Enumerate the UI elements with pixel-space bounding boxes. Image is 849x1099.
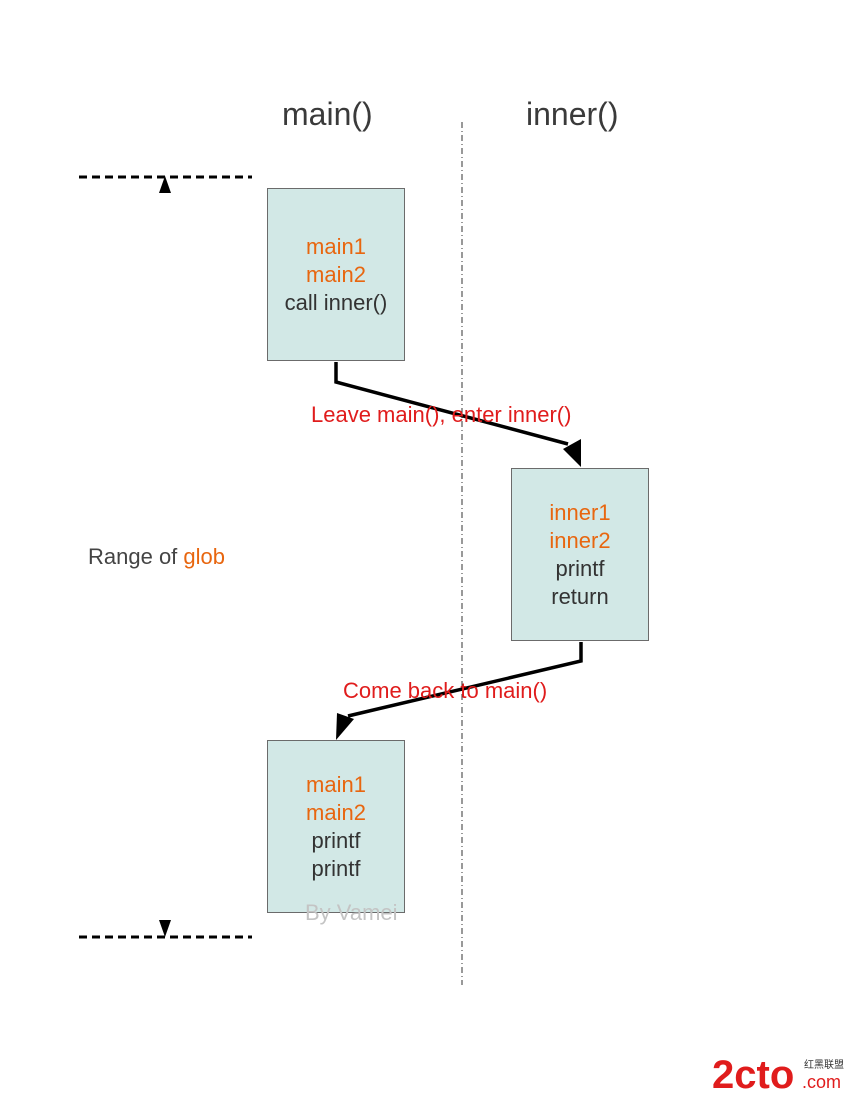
watermark-suffix: .com [802,1072,841,1092]
statement-line: inner1 [549,499,611,525]
author-credit: By Vamei [305,900,398,925]
watermark-graphic: 2cto 红黑联盟 .com [712,1053,844,1097]
range-top-arrowhead [159,176,171,193]
watermark-cjk: 红黑联盟 [804,1058,844,1071]
inner-frame: inner1 inner2 printf return [511,468,649,641]
statement-line: main2 [306,261,366,287]
main-frame-before-call: main1 main2 call inner() [267,188,405,361]
return-transition-label: Come back to main() [343,678,548,703]
site-watermark-logo: 2cto 红黑联盟 .com [712,1050,848,1097]
statement-line: main1 [306,233,366,259]
statement-line: main2 [306,799,366,825]
return-arrow-line [347,642,583,718]
watermark-brand: 2cto [712,1053,794,1092]
statement-line: main1 [306,771,366,797]
range-prefix: Range of [88,544,178,569]
statement-line: inner2 [549,527,611,553]
statement-line: call inner() [284,289,388,315]
statement-line: printf [555,555,605,581]
range-label: Range of glob [88,544,225,570]
main-frame-after-return: main1 main2 printf printf [267,740,405,913]
call-arrowhead [563,439,581,467]
statement-line: printf [311,855,361,881]
range-bottom-arrowhead [159,920,171,937]
range-variable: glob [183,544,226,569]
main-column-title: main() [282,96,373,132]
statement-line: return [551,583,609,609]
return-arrowhead [336,713,354,740]
statement-line: printf [311,827,361,853]
call-transition-label: Leave main(), enter inner() [311,402,572,427]
call-arrow-line [334,362,569,446]
inner-column-title: inner() [526,96,619,132]
